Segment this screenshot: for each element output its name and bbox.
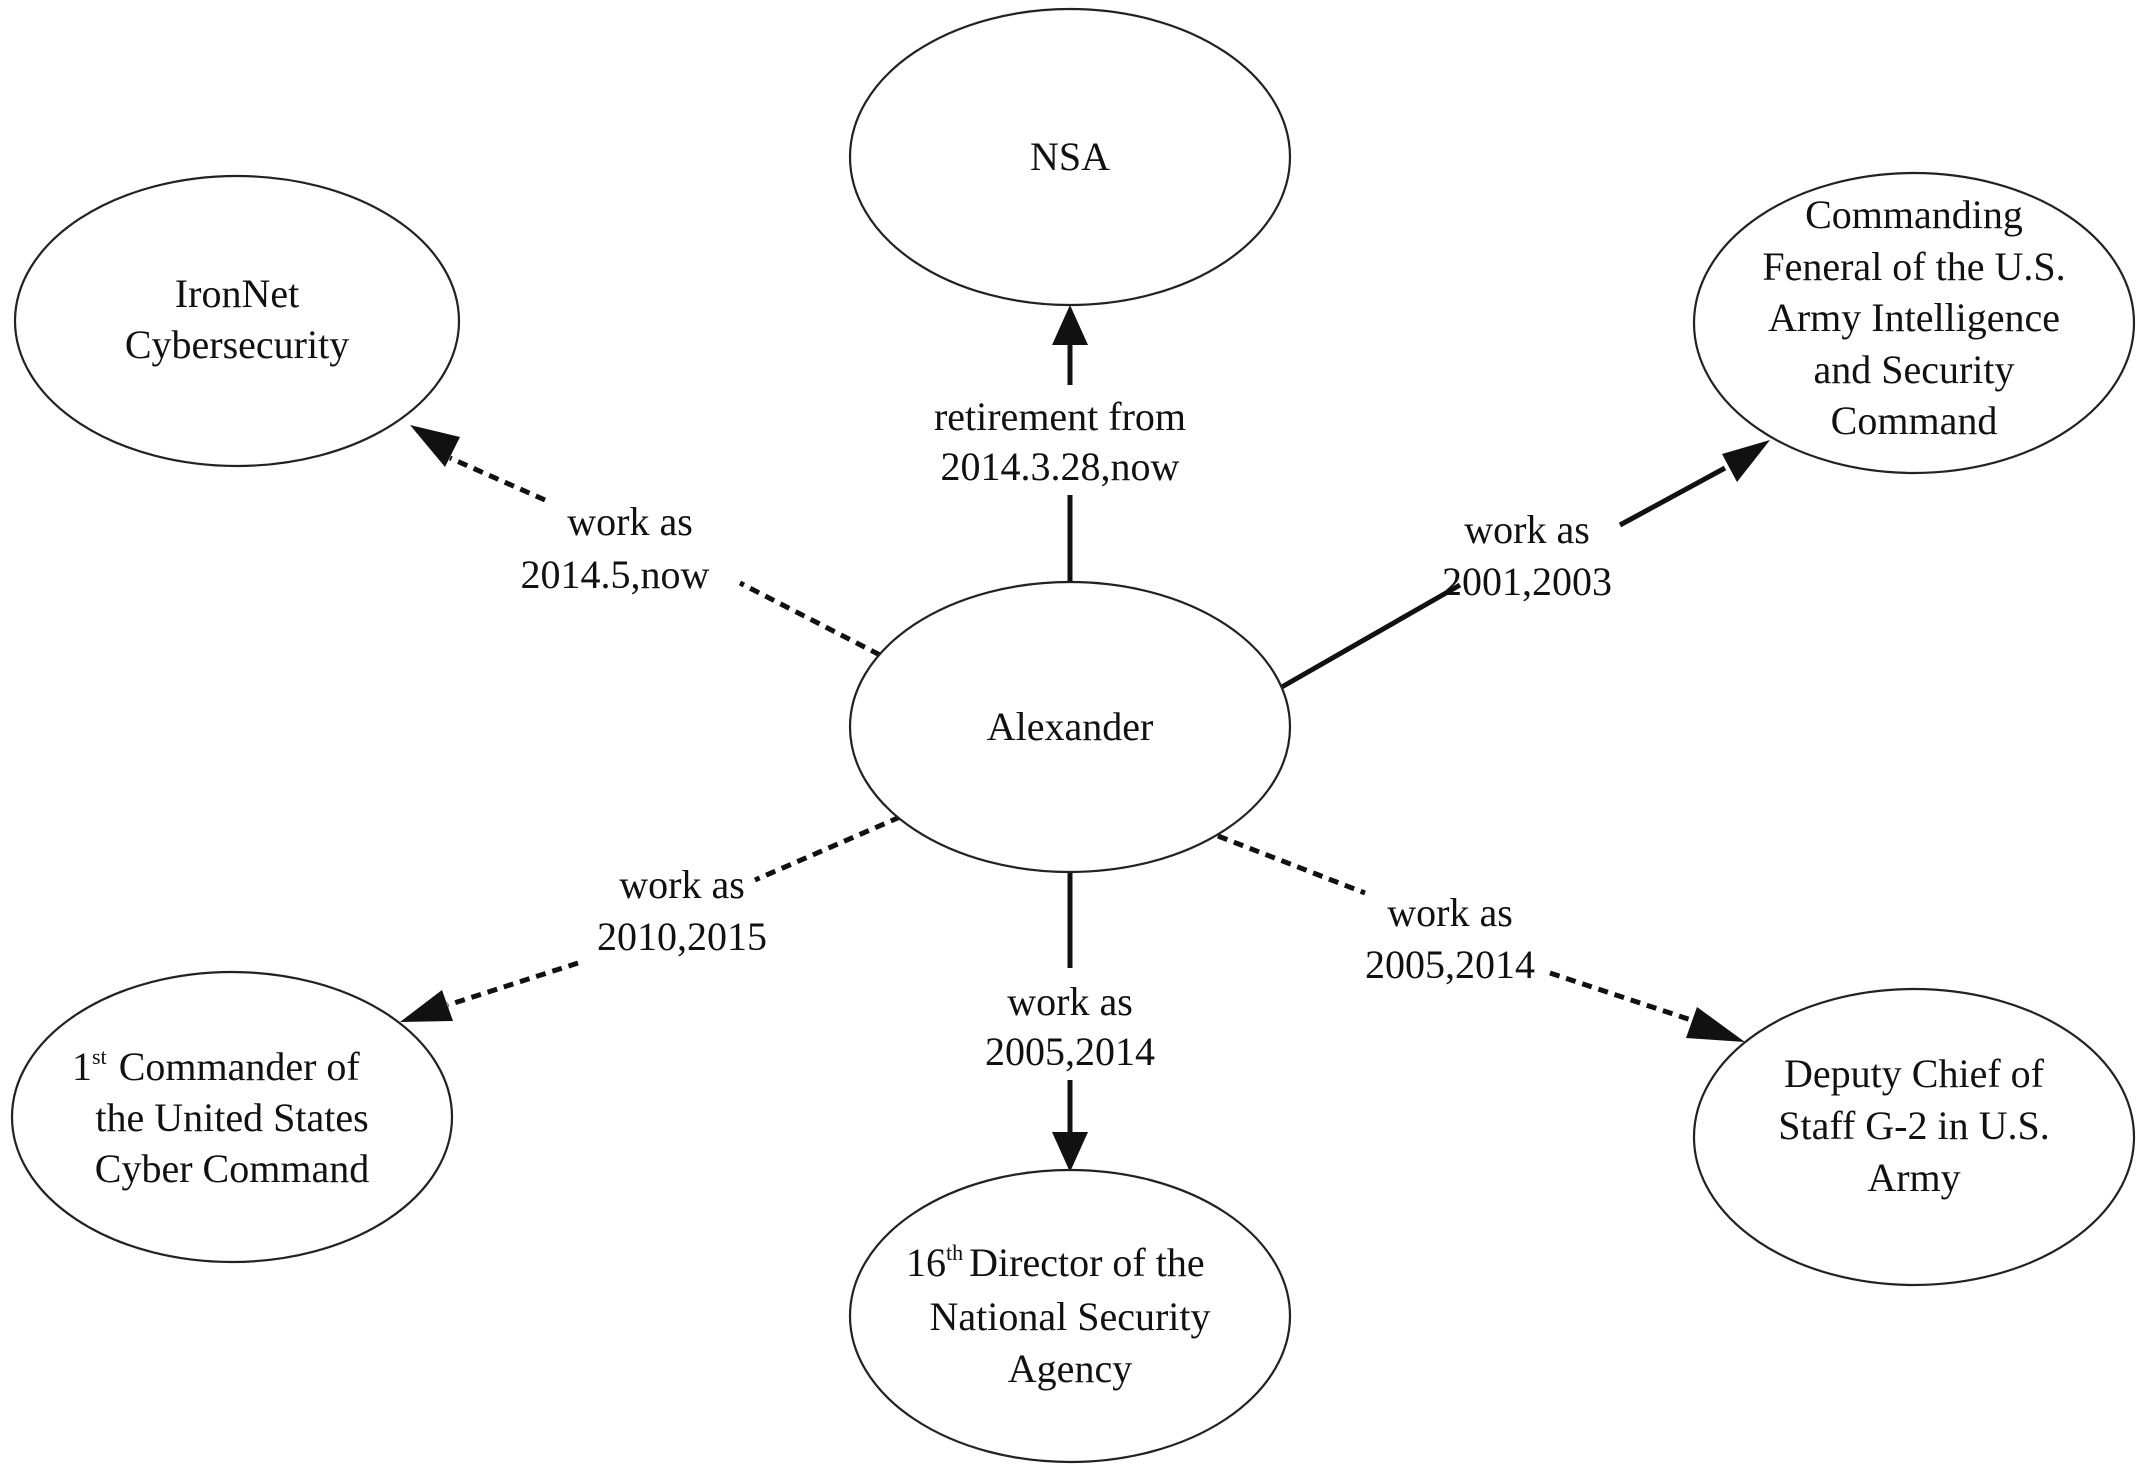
edge-center-to-ironnet: work as 2014.5,now bbox=[410, 425, 882, 658]
node-director-ellipse bbox=[848, 1168, 1292, 1464]
node-inscom-line4: and Security bbox=[1813, 347, 2014, 392]
arrowhead-cybercom bbox=[400, 990, 453, 1022]
edge-label-director-line2: 2005,2014 bbox=[985, 1029, 1155, 1074]
node-deputy-line1: Deputy Chief of bbox=[1784, 1051, 2045, 1096]
node-cybercom: 1st Commander of the United States Cyber … bbox=[10, 970, 454, 1264]
edge-center-to-deputy: work as 2005,2014 bbox=[1217, 833, 1745, 1042]
edge-line-deputy-upper bbox=[1217, 833, 1366, 896]
node-inscom: Commanding Feneral of the U.S. Army Inte… bbox=[1692, 171, 2136, 475]
edge-line-ironnet-lower bbox=[738, 580, 882, 658]
node-cybercom-line3: Cyber Command bbox=[95, 1146, 369, 1191]
edge-line-cybercom-upper bbox=[754, 814, 901, 883]
node-alexander: Alexander bbox=[848, 580, 1292, 874]
edge-center-to-director: work as 2005,2014 bbox=[985, 872, 1155, 1172]
node-nsa-label: NSA bbox=[1030, 134, 1110, 179]
edge-label-nsa-line2: 2014.3.28,now bbox=[941, 444, 1180, 489]
node-cybercom-line2: the United States bbox=[95, 1095, 368, 1140]
edge-center-to-cybercom: work as 2010,2015 bbox=[400, 814, 901, 1022]
node-nsa-ellipse bbox=[848, 7, 1292, 307]
node-inscom-line2: Feneral of the U.S. bbox=[1762, 244, 2065, 289]
edge-line-inscom-lower bbox=[1278, 582, 1462, 691]
arrowhead-director bbox=[1052, 1132, 1088, 1172]
node-alexander-label: Alexander bbox=[987, 704, 1154, 749]
arrowhead-ironnet bbox=[410, 425, 460, 467]
node-cybercom-ellipse bbox=[10, 970, 454, 1264]
arrowhead-inscom bbox=[1722, 440, 1770, 482]
edge-label-cybercom-line1: work as bbox=[619, 862, 745, 907]
node-director-line2: National Security bbox=[929, 1294, 1210, 1339]
node-deputy-line3: Army bbox=[1867, 1155, 1960, 1200]
arrowhead-deputy bbox=[1686, 1007, 1745, 1042]
node-cybercom-title: Commander of bbox=[119, 1044, 361, 1089]
edge-label-director-line1: work as bbox=[1007, 979, 1133, 1024]
node-cybercom-line1: 1st Commander of bbox=[72, 1044, 360, 1089]
edge-label-inscom-line2: 2001,2003 bbox=[1442, 559, 1612, 604]
edge-label-nsa-line1: retirement from bbox=[934, 394, 1186, 439]
node-cybercom-ordinal: 1 bbox=[72, 1044, 92, 1089]
node-inscom-line1: Commanding bbox=[1805, 192, 2023, 237]
edge-center-to-inscom: work as 2001,2003 bbox=[1278, 440, 1770, 691]
edge-label-deputy-line1: work as bbox=[1387, 890, 1513, 935]
node-deputy: Deputy Chief of Staff G-2 in U.S. Army bbox=[1692, 987, 2136, 1287]
node-deputy-ellipse bbox=[1692, 987, 2136, 1287]
node-director-ordinal: 16 bbox=[906, 1240, 946, 1285]
node-director-title: Director of the bbox=[969, 1240, 1204, 1285]
node-deputy-line2: Staff G-2 in U.S. bbox=[1778, 1103, 2049, 1148]
edge-label-inscom-line1: work as bbox=[1464, 507, 1590, 552]
edge-label-ironnet-line1: work as bbox=[567, 499, 693, 544]
edge-center-to-nsa: retirement from 2014.3.28,now bbox=[934, 305, 1186, 582]
node-nsa: NSA bbox=[848, 7, 1292, 307]
edge-line-ironnet-upper bbox=[448, 455, 547, 503]
edge-label-deputy-line2: 2005,2014 bbox=[1365, 942, 1535, 987]
node-inscom-line3: Army Intelligence bbox=[1768, 295, 2060, 340]
node-ironnet: IronNet Cybersecurity bbox=[13, 174, 461, 468]
arrowhead-nsa bbox=[1052, 305, 1088, 345]
node-director-superscript: th bbox=[946, 1240, 963, 1265]
edge-line-cybercom-lower bbox=[447, 960, 579, 1008]
node-ironnet-line1: IronNet bbox=[175, 271, 299, 316]
edge-line-deputy-lower bbox=[1549, 970, 1701, 1026]
node-ironnet-ellipse bbox=[13, 174, 461, 468]
edge-label-ironnet-line2: 2014.5,now bbox=[521, 552, 710, 597]
node-ironnet-line2: Cybersecurity bbox=[125, 322, 349, 367]
edge-line-inscom-upper bbox=[1618, 465, 1727, 528]
node-inscom-ellipse bbox=[1692, 171, 2136, 475]
edge-label-cybercom-line2: 2010,2015 bbox=[597, 914, 767, 959]
node-cybercom-superscript: st bbox=[92, 1044, 107, 1069]
node-alexander-ellipse bbox=[848, 580, 1292, 874]
node-director-line3: Agency bbox=[1008, 1346, 1132, 1391]
node-inscom-line5: Command bbox=[1831, 398, 1998, 443]
